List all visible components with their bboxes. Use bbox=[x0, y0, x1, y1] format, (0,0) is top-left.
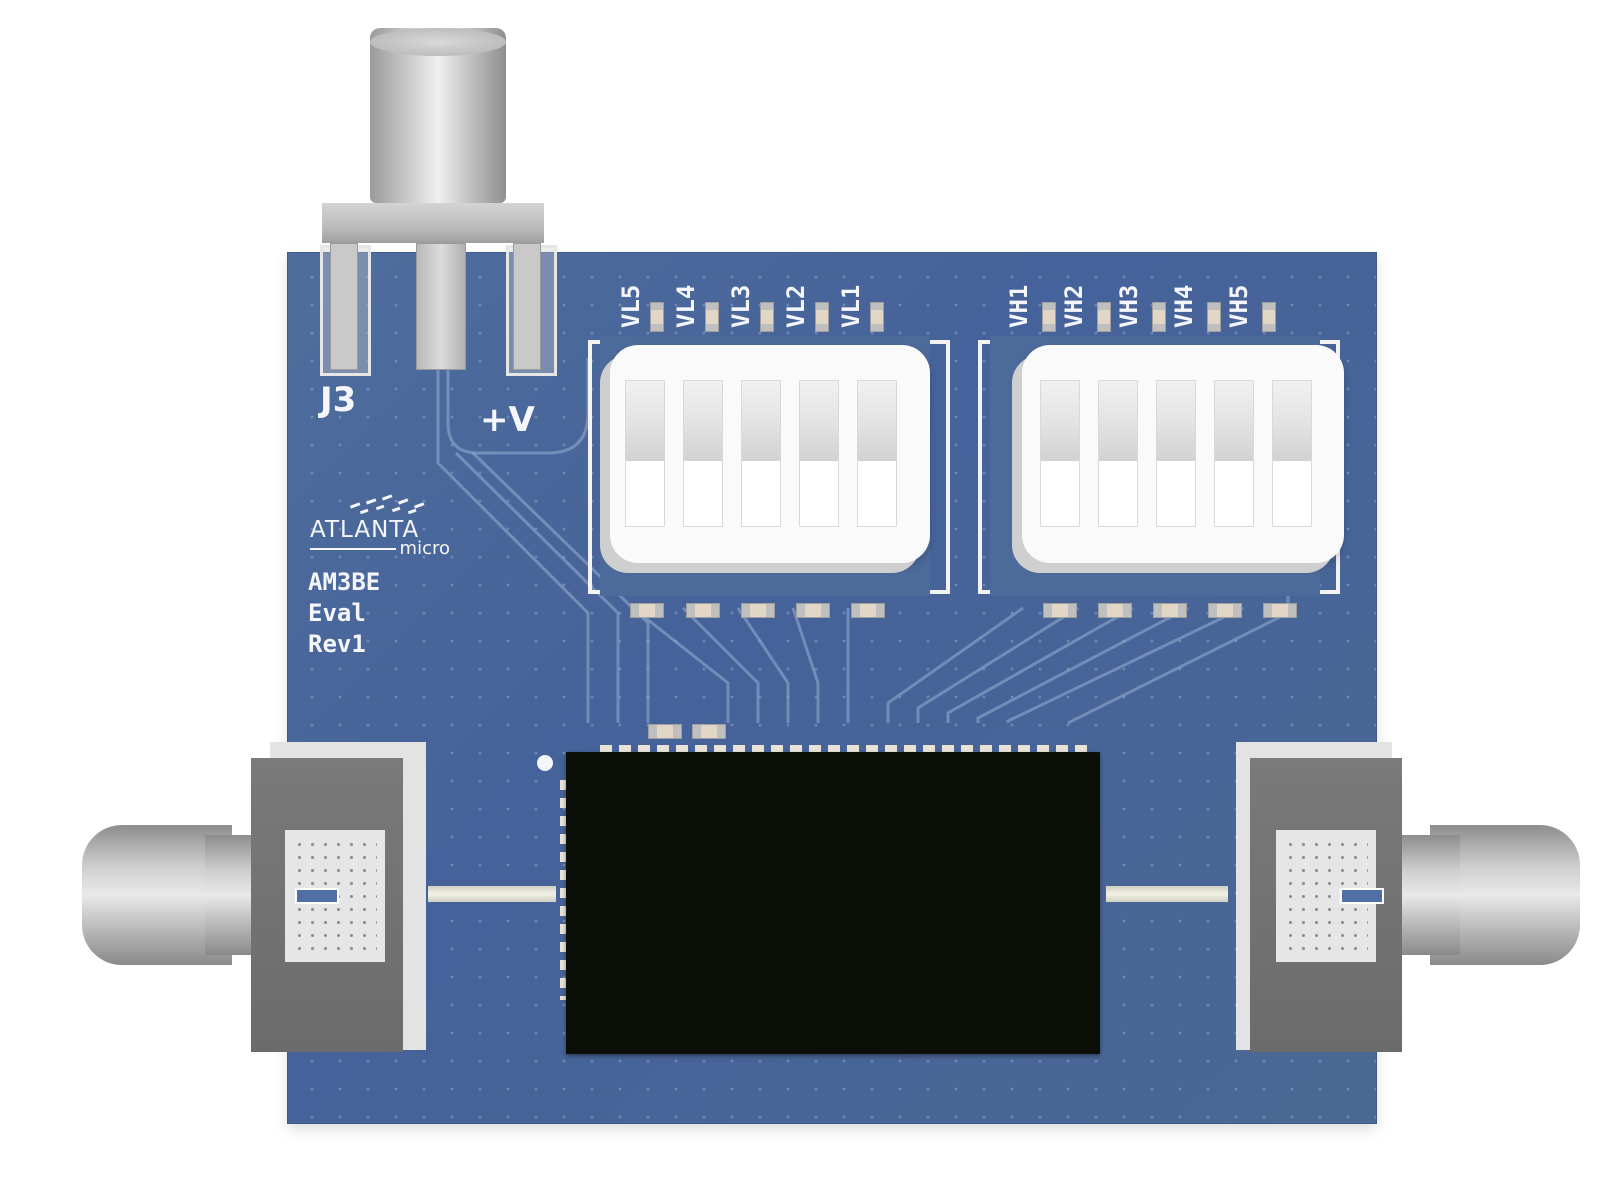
j3-leg-center bbox=[416, 243, 466, 370]
switch-label-vl4: VL4 bbox=[672, 284, 700, 328]
capacitor bbox=[1263, 603, 1297, 618]
chip-pins-top bbox=[600, 745, 1092, 753]
capacitor bbox=[1153, 603, 1187, 618]
switch-label-vl5: VL5 bbox=[617, 284, 645, 328]
capacitor bbox=[796, 603, 830, 618]
capacitor bbox=[1043, 603, 1077, 618]
resistor bbox=[650, 302, 664, 332]
resistor bbox=[870, 302, 884, 332]
sma-connector-right-nut bbox=[1400, 835, 1460, 955]
switch-label-vl2: VL2 bbox=[782, 284, 810, 328]
capacitor bbox=[741, 603, 775, 618]
switch-label-vl1: VL1 bbox=[837, 284, 865, 328]
resistor bbox=[1042, 302, 1056, 332]
logo-text-bottom: micro bbox=[399, 538, 450, 559]
model-label: AM3BE bbox=[308, 568, 381, 596]
j3-leg-right bbox=[513, 243, 541, 370]
sma-right-pin bbox=[1340, 888, 1384, 904]
dip-slot-3[interactable] bbox=[1156, 380, 1196, 527]
capacitor bbox=[851, 603, 885, 618]
dip-slot-1[interactable] bbox=[1040, 380, 1080, 527]
switch-label-vl3: VL3 bbox=[727, 284, 755, 328]
sma-left-pin bbox=[295, 888, 339, 904]
top-connector-flange bbox=[322, 203, 544, 243]
revision-label: Rev1 bbox=[308, 630, 366, 658]
logo-mark-icon bbox=[349, 494, 425, 515]
chip-pins-left bbox=[560, 780, 567, 1000]
resistor bbox=[1262, 302, 1276, 332]
capacitor bbox=[692, 724, 726, 739]
pin1-marker bbox=[537, 755, 553, 771]
resistor bbox=[1097, 302, 1111, 332]
switch-label-vh5: VH5 bbox=[1225, 284, 1253, 328]
switch-label-vh3: VH3 bbox=[1115, 284, 1143, 328]
pcb-traces bbox=[436, 358, 1290, 725]
switch-label-vh4: VH4 bbox=[1170, 284, 1198, 328]
dip-slot-3[interactable] bbox=[741, 380, 781, 527]
dip-slot-1[interactable] bbox=[625, 380, 665, 527]
resistor bbox=[760, 302, 774, 332]
capacitor bbox=[630, 603, 664, 618]
voltage-label: +V bbox=[480, 400, 535, 440]
resistor bbox=[1152, 302, 1166, 332]
j3-leg-left bbox=[330, 243, 358, 370]
capacitor bbox=[648, 724, 682, 739]
dip-slot-4[interactable] bbox=[799, 380, 839, 527]
dip-slot-2[interactable] bbox=[683, 380, 723, 527]
switch-label-vh2: VH2 bbox=[1060, 284, 1088, 328]
capacitor bbox=[686, 603, 720, 618]
dip-slot-4[interactable] bbox=[1214, 380, 1254, 527]
top-connector-cap bbox=[370, 28, 506, 56]
ic-chip bbox=[566, 752, 1100, 1054]
logo-text-top: ATLANTA bbox=[310, 517, 420, 543]
dip-slot-2[interactable] bbox=[1098, 380, 1138, 527]
rf-trace-right bbox=[1106, 886, 1228, 902]
dip-slot-5[interactable] bbox=[1272, 380, 1312, 527]
top-connector-barrel bbox=[370, 28, 506, 203]
capacitor bbox=[1098, 603, 1132, 618]
connector-label: J3 bbox=[320, 380, 357, 420]
capacitor bbox=[1208, 603, 1242, 618]
rf-trace-left bbox=[428, 886, 556, 902]
atlanta-micro-logo: ATLANTA micro bbox=[310, 490, 450, 558]
resistor bbox=[1207, 302, 1221, 332]
resistor bbox=[705, 302, 719, 332]
model-line2-label: Eval bbox=[308, 599, 366, 627]
dip-slot-5[interactable] bbox=[857, 380, 897, 527]
switch-label-vh1: VH1 bbox=[1005, 284, 1033, 328]
resistor bbox=[815, 302, 829, 332]
